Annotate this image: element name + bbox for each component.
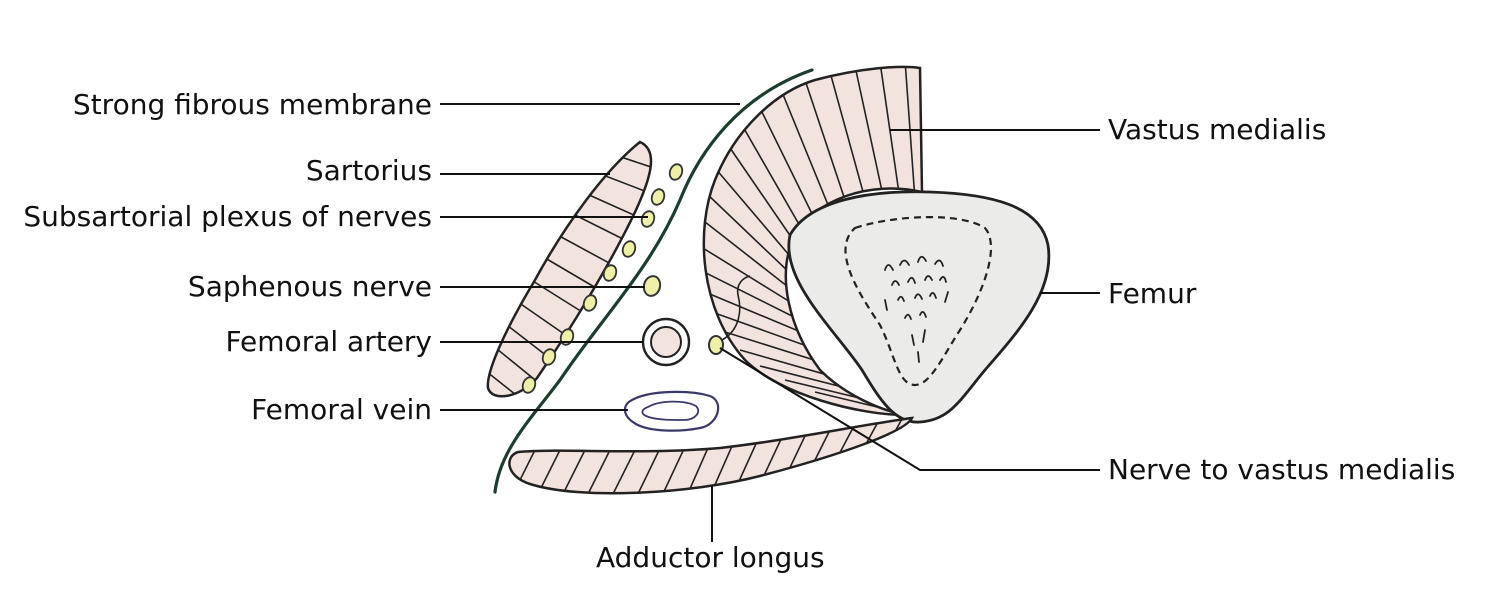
- plexus-nerve-7: [559, 328, 575, 346]
- femur-bone: [787, 190, 1051, 424]
- plexus-nerve-8: [541, 348, 557, 366]
- sartorius-muscle: [486, 140, 653, 398]
- vastus-medialis-muscle: [702, 65, 924, 417]
- leader-lines: [440, 103, 1100, 542]
- label-strong-fibrous-membrane: Strong fibrous membrane: [72, 88, 432, 121]
- plexus-nerve-4: [621, 240, 637, 258]
- label-femoral-vein: Femoral vein: [251, 393, 432, 426]
- plexus-nerve-6: [582, 294, 598, 312]
- label-femoral-artery: Femoral artery: [225, 325, 432, 358]
- femoral-vein-shape: [623, 390, 720, 432]
- subsartorial-plexus-nerves: [521, 163, 684, 394]
- plexus-nerve-5: [602, 264, 618, 282]
- nerve-to-vastus-medialis-shape: [708, 335, 724, 355]
- label-subsartorial-plexus: Subsartorial plexus of nerves: [23, 200, 432, 233]
- strong-fibrous-membrane-line: [493, 68, 814, 494]
- plexus-nerve-3: [640, 210, 656, 228]
- sartorius-fill: [486, 140, 653, 398]
- adductor-longus-fill: [508, 416, 915, 495]
- label-adductor-longus: Adductor longus: [596, 541, 825, 574]
- femoral-artery-shape: [641, 317, 691, 367]
- label-sartorius: Sartorius: [305, 154, 432, 187]
- label-vastus-medialis: Vastus medialis: [1108, 113, 1327, 146]
- plexus-nerve-9: [521, 376, 537, 394]
- femur-medullary-cavity: [844, 216, 993, 387]
- label-saphenous-nerve: Saphenous nerve: [187, 270, 432, 303]
- femur-outline: [787, 190, 1051, 424]
- leader-nerve-vm: [719, 347, 1100, 471]
- femur-trabeculae: [884, 255, 949, 363]
- nerve-to-vastus-medialis-branch: [721, 275, 751, 341]
- label-nerve-to-vastus-medialis: Nerve to vastus medialis: [1108, 453, 1456, 486]
- plexus-nerve-1: [668, 163, 684, 181]
- saphenous-nerve-shape: [642, 275, 662, 297]
- label-femur: Femur: [1108, 277, 1197, 310]
- plexus-nerve-2: [650, 188, 666, 206]
